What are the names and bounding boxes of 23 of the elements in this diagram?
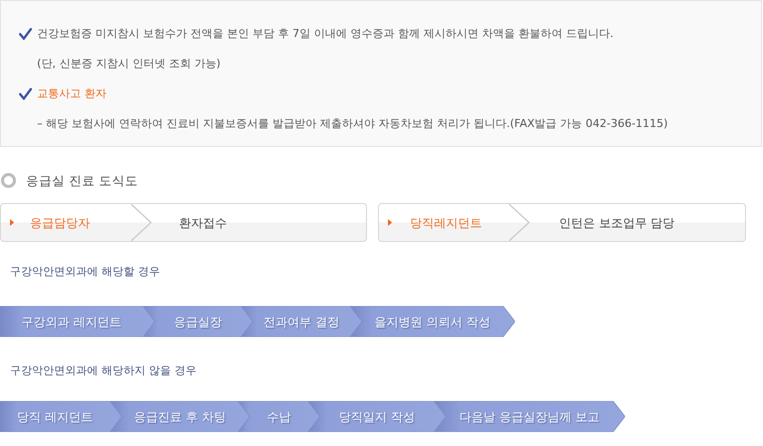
notice-text: (단, 신분증 지참시 인터넷 조회 가능) [37, 56, 221, 72]
step-label: 구강외과 레지던트 [22, 314, 122, 330]
step-label: 전과여부 결정 [264, 314, 340, 330]
section-title: 응급실 진료 도식도 [26, 172, 138, 190]
task-text: 인턴은 보조업무 담당 [559, 214, 675, 230]
notice-heading: 교통사고 환자 [37, 86, 106, 102]
step-label: 수납 [267, 408, 291, 424]
step-label: 응급실장 [174, 314, 222, 330]
case-heading: 구강악안면외과에 해당할 경우 [10, 264, 160, 280]
step-label: 다음날 응급실장님께 보고 [460, 408, 600, 424]
step-label: 을지병원 의뢰서 작성 [374, 314, 490, 330]
notice-box [0, 0, 762, 147]
role-panel [0, 203, 367, 242]
step-label: 당직 레지던트 [17, 408, 93, 424]
step-label: 응급진료 후 차팅 [134, 408, 226, 424]
task-text: 환자접수 [179, 214, 227, 230]
case-heading: 구강악안면외과에 해당하지 않을 경우 [10, 363, 196, 379]
role-label: 응급담당자 [30, 214, 90, 230]
notice-text: 건강보험증 미지참시 보험수가 전액을 본인 부담 후 7일 이내에 영수증과 함께 제시하시면 차액을 환불하여 드립니다. [37, 26, 614, 42]
role-label: 당직레지던트 [410, 214, 482, 230]
role-panel [378, 203, 746, 242]
notice-text: – 해당 보험사에 연락하여 진료비 지불보증서를 발급받아 제출하셔야 자동차보험 처리가 됩니다.(FAX발급 가능 042-366-1115) [37, 116, 668, 132]
step-label: 당직일지 작성 [339, 408, 415, 424]
